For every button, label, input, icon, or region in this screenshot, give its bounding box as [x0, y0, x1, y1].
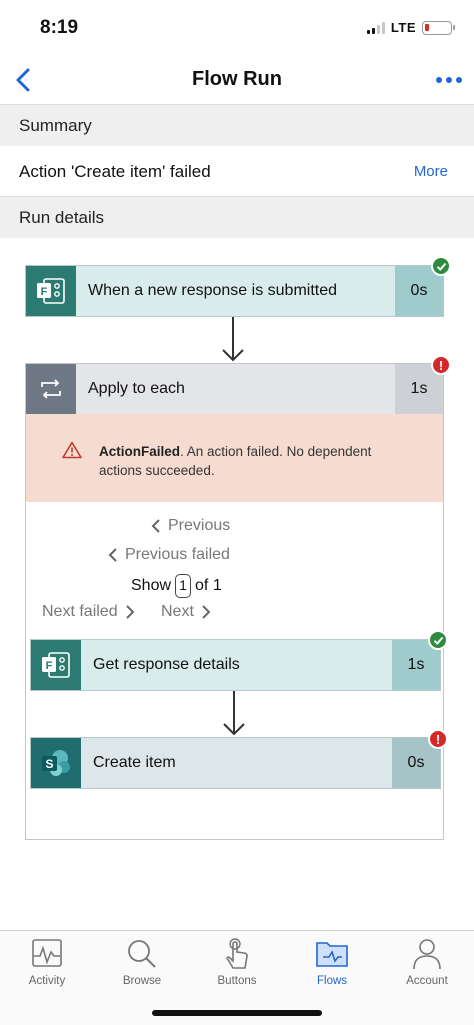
previous-button[interactable]: Previous: [150, 517, 230, 535]
tab-label: Browse: [122, 975, 162, 987]
flows-icon: [316, 942, 348, 967]
step-duration: 1s: [395, 364, 443, 414]
chevron-left-icon: [151, 519, 160, 533]
previous-label: Previous: [168, 517, 231, 534]
more-link[interactable]: More: [413, 163, 448, 180]
network-label: LTE: [390, 20, 416, 35]
chevron-left-icon: [108, 548, 117, 562]
step-card-create-item[interactable]: S Create item 0s: [30, 737, 441, 789]
page-total: of 1: [195, 577, 222, 594]
ellipsis-icon[interactable]: [436, 68, 464, 92]
error-title: ActionFailed: [99, 444, 181, 459]
previous-failed-button[interactable]: Previous failed: [107, 546, 230, 564]
tab-browse[interactable]: Browse: [102, 937, 182, 987]
page-number-input[interactable]: 1: [175, 574, 192, 598]
arrow-down-icon: [223, 691, 245, 736]
battery-icon: [422, 20, 455, 35]
next-failed-label: Next failed: [42, 603, 118, 620]
home-indicator: [152, 1010, 322, 1016]
svg-text:F: F: [46, 660, 53, 672]
error-detail: . An action failed. No dependent actions…: [99, 444, 372, 478]
next-failed-button[interactable]: Next failed: [42, 603, 136, 621]
person-icon: [413, 939, 441, 970]
previous-failed-label: Previous failed: [125, 546, 230, 563]
svg-text:S: S: [45, 757, 53, 771]
arrow-down-icon: [222, 317, 244, 362]
summary-header: Summary: [0, 104, 474, 146]
forms-icon: F: [26, 266, 76, 316]
success-check-icon: [428, 630, 448, 650]
status-indicators: LTE: [366, 20, 455, 35]
error-status-icon: !: [428, 729, 448, 749]
step-card-apply-to-each[interactable]: Apply to each 1s: [26, 364, 443, 414]
step-label: Create item: [81, 738, 392, 788]
tab-label: Activity: [28, 975, 66, 987]
run-details-header: Run details: [0, 196, 474, 238]
tab-label: Flows: [316, 975, 348, 987]
status-bar: 8:19 LTE: [0, 0, 474, 56]
error-message: ActionFailed. An action failed. No depen…: [99, 442, 399, 480]
activity-icon: [32, 939, 62, 967]
next-label: Next: [161, 603, 194, 620]
show-label: Show: [131, 577, 172, 594]
signal-icon: [366, 21, 385, 34]
step-label: Apply to each: [88, 380, 185, 397]
warning-icon: [62, 441, 82, 459]
status-time: 8:19: [40, 17, 79, 38]
tab-flows[interactable]: Flows: [292, 937, 372, 987]
navigation-bar: Flow Run: [0, 56, 474, 104]
chevron-left-icon[interactable]: [8, 64, 40, 96]
chevron-right-icon: [202, 605, 211, 619]
tab-buttons[interactable]: Buttons: [197, 937, 277, 987]
forms-icon: F: [31, 640, 81, 690]
loop-icon: [26, 364, 76, 414]
summary-row: Action 'Create item' failed More: [0, 148, 474, 196]
error-banner: ActionFailed. An action failed. No depen…: [26, 414, 443, 502]
success-check-icon: [431, 256, 451, 276]
chevron-right-icon: [125, 605, 135, 619]
tab-activity[interactable]: Activity: [7, 937, 87, 987]
error-status-icon: !: [431, 355, 451, 375]
search-icon: [128, 940, 156, 968]
tab-bar: Activity Browse Buttons Flows: [0, 930, 474, 1025]
page-indicator: Show 1 of 1: [131, 574, 222, 598]
page-title: Flow Run: [192, 68, 282, 90]
step-label: Get response details: [81, 640, 392, 690]
step-card-get-response[interactable]: F Get response details 1s: [30, 639, 441, 691]
failure-message: Action 'Create item' failed: [19, 162, 211, 181]
tab-label: Account: [406, 975, 448, 987]
tab-account[interactable]: Account: [387, 937, 467, 987]
sharepoint-icon: S: [31, 738, 81, 788]
step-card-trigger[interactable]: F When a new response is submitted 0s: [25, 265, 444, 317]
svg-text:F: F: [41, 286, 48, 298]
step-label: When a new response is submitted: [76, 266, 395, 316]
next-button[interactable]: Next: [161, 603, 212, 621]
tab-label: Buttons: [217, 975, 257, 987]
touch-icon: [226, 938, 248, 969]
